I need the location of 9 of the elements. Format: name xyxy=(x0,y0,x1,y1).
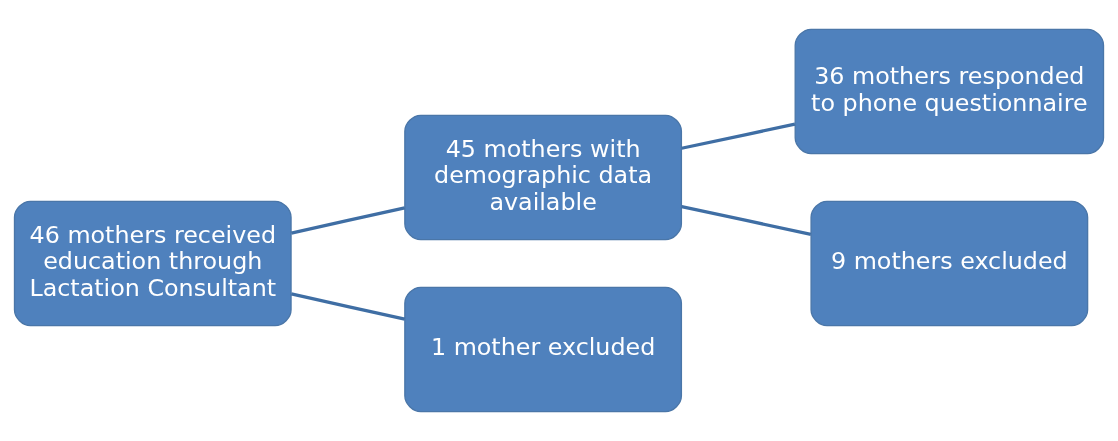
node-box: 46 mothers received education through Lactation Consultant xyxy=(13,200,292,327)
node-box: 9 mothers excluded xyxy=(810,200,1089,327)
connector xyxy=(681,122,796,150)
connector xyxy=(290,206,406,235)
node-box: 45 mothers with demographic data available xyxy=(404,114,683,241)
connector xyxy=(681,205,812,236)
node-box: 1 mother excluded xyxy=(404,286,683,413)
connector xyxy=(290,292,406,321)
node-box: 36 mothers responded to phone questionnaire xyxy=(794,28,1105,155)
